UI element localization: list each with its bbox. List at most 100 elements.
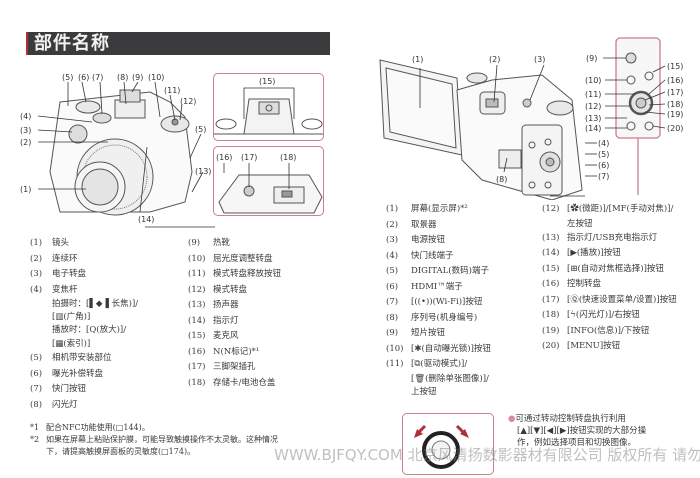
callout-back-17: (17) <box>667 88 683 97</box>
side-callouts: (4) (5) (6) (7) <box>585 139 609 181</box>
callout-back-7: (7) <box>598 172 609 181</box>
list-item: (1)屏幕(显示屏)*² <box>386 204 468 214</box>
callout-back-18: (18) <box>667 100 683 109</box>
back-camera-illustration: (1) (2) (3) (8) <box>379 55 585 200</box>
list-item-sub: 播放时：[Q(放大)]/ <box>52 325 127 335</box>
bottom-view-inset: (16) (17) (18) <box>213 146 324 216</box>
list-item: (8)序列号(机身编号) <box>386 312 478 323</box>
list-item: (17)三脚架插孔 <box>188 362 256 372</box>
list-item: (5)相机带安装部位 <box>30 353 112 363</box>
list-item: (16)N(N标记)*¹ <box>188 346 260 357</box>
callout-4: (4) <box>20 112 31 121</box>
list-item: (18)[ϟ(闪光灯)]/右按钮 <box>542 310 640 320</box>
list-item: (12)模式转盘 <box>188 284 248 295</box>
list-item-sub: 拍摄时：[▌◆▐ 长焦)]/ <box>52 299 139 309</box>
callout-back-8: (8) <box>496 175 507 184</box>
list-item: (13)扬声器 <box>188 300 239 310</box>
list-item-sub: 上按钮 <box>411 386 437 397</box>
bottom-view-illustration: (16) (17) (18) <box>216 153 323 214</box>
callout-11: (11) <box>164 86 180 95</box>
callout-back-4: (4) <box>598 139 609 148</box>
callout-back-19: (19) <box>667 110 683 119</box>
callout-5-right: (5) <box>195 125 206 134</box>
footnote: 下，请提高触摸屏面板的灵敏度(□174)。 <box>46 447 196 456</box>
callout-12: (12) <box>180 97 196 106</box>
list-item: (5)DIGITAL(数码)端子 <box>386 266 489 276</box>
callout-back-12: (12) <box>585 102 601 111</box>
list-item: (18)存储卡/电池仓盖 <box>188 377 276 388</box>
list-item: (17)[Ⓠ(快速设置菜单/设置)]按钮 <box>542 294 677 305</box>
list-item: (10)[✱(自动曝光锁)]按钮 <box>386 343 491 354</box>
list-item: (3)电子转盘 <box>30 269 87 279</box>
front-parts-list-2: (9)热靴 (10)屈光度调整转盘 (11)模式转盘释放按钮 (12)模式转盘 … <box>188 236 348 391</box>
list-item: (7)快门按钮 <box>30 384 87 394</box>
list-item: (9)热靴 <box>188 238 231 248</box>
back-parts-list-1: (1)屏幕(显示屏)*² (2)取景器 (3)电源按钮 (4)快门线端子 (5)… <box>386 202 536 399</box>
list-item-sub: 左按钮 <box>567 218 593 229</box>
callout-back-1: (1) <box>412 55 423 64</box>
callout-back-6: (6) <box>598 161 609 170</box>
section-title-bar: 部件名称 <box>26 32 330 55</box>
tip-line: [▲][▼][◀][▶]按钮实现的大部分操 <box>517 426 647 436</box>
list-item: (2)连续环 <box>30 253 78 264</box>
callout-8: (8) <box>117 73 128 82</box>
watermark: WWW.BJFQY.COM 北京风清扬数影器材有限公司 版权所有 请勿盗图 <box>274 446 700 464</box>
bullet-icon: ● <box>508 414 516 424</box>
list-item: (19)[INFO(信息)]/下按钮 <box>542 325 650 336</box>
callout-9: (9) <box>132 73 143 82</box>
list-item: (15)[⊞(自动对焦框选择)]按钮 <box>542 263 664 274</box>
callout-18: (18) <box>280 153 296 162</box>
list-item: (7)[((•))(Wi-Fi)]按钮 <box>386 297 483 307</box>
callout-back-11: (11) <box>585 90 601 99</box>
control-dial-tip: ●可通过转动控制转盘执行利用 [▲][▼][◀][▶]按钮实现的大部分操 作，例… <box>508 413 698 449</box>
callout-back-15: (15) <box>667 62 683 71</box>
list-item: (20)[MENU]按钮 <box>542 341 621 351</box>
list-item: (12)[✿(微距)]/[MF(手动对焦)]/ <box>542 204 674 214</box>
callout-back-5: (5) <box>598 150 609 159</box>
tip-line: 作，例如选择项目和切换图像。 <box>517 438 637 448</box>
control-dial-illustration <box>414 424 469 469</box>
callout-15: (15) <box>259 77 275 86</box>
list-item: (1)镜头 <box>30 238 70 248</box>
list-item: (11)[⧉(驱动模式)]/ <box>386 359 468 369</box>
callout-16: (16) <box>216 153 232 162</box>
callout-1: (1) <box>20 185 31 194</box>
callout-2: (2) <box>20 138 31 147</box>
list-item-sub: [▥(广角)] <box>52 312 91 322</box>
list-item: (9)短片按钮 <box>386 328 446 338</box>
list-item: (2)取景器 <box>386 219 437 230</box>
callout-5: (5) <box>62 73 73 82</box>
tip-line: ●可通过转动控制转盘执行利用 <box>508 414 626 424</box>
callout-back-2: (2) <box>489 55 500 64</box>
list-item: (14)[▶(播放)]按钮 <box>542 248 621 258</box>
callout-3: (3) <box>20 126 31 135</box>
list-item: (6)HDMI™端子 <box>386 281 463 292</box>
page-title: 部件名称 <box>34 33 110 54</box>
callout-10: (10) <box>148 73 164 82</box>
callout-14: (14) <box>138 215 154 224</box>
callout-back-14: (14) <box>585 124 601 133</box>
control-panel-inset: (9) (10) (11) (12) (13) (14) (15) (16) (… <box>585 37 683 195</box>
list-item-sub: [🗑(删除单张图像)]/ <box>411 373 489 384</box>
front-camera-illustration: (5) (6) (7) (8) (9) (10) (11) (12) (4) (… <box>20 73 215 228</box>
list-item: (10)屈光度调整转盘 <box>188 253 273 264</box>
list-item: (6)曝光补偿转盘 <box>30 368 104 379</box>
callout-17: (17) <box>241 153 257 162</box>
list-item: (4)变焦杆 <box>30 284 78 295</box>
callout-7: (7) <box>92 73 103 82</box>
list-item: (14)指示灯 <box>188 315 239 326</box>
callout-6: (6) <box>78 73 89 82</box>
callout-back-3: (3) <box>534 55 545 64</box>
callout-back-20: (20) <box>667 124 683 133</box>
callout-back-9: (9) <box>586 54 597 63</box>
microphone-inset: (15) <box>213 73 324 141</box>
list-item: (4)快门线端子 <box>386 250 454 261</box>
list-item: (16)控制转盘 <box>542 279 602 289</box>
list-item: (15)麦克风 <box>188 331 239 341</box>
top-view-illustration: (15) <box>214 77 323 135</box>
callout-back-16: (16) <box>667 76 683 85</box>
callout-13: (13) <box>195 167 211 176</box>
